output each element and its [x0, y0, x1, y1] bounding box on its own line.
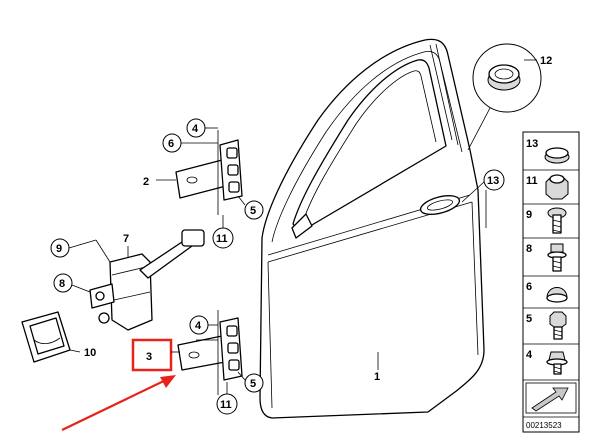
callout-11-upper-label: 11 [216, 233, 228, 245]
callout-10: 10 [84, 347, 96, 359]
dome-cap-icon [546, 287, 568, 303]
callout-7-label: 7 [123, 233, 129, 245]
callout-4-lower-label: 4 [195, 320, 202, 332]
highlight-callout-3: 3 [131, 338, 180, 372]
flange-screw-icon [546, 351, 568, 375]
parts-legend: 13 11 9 [522, 131, 580, 433]
round-plug-icon [544, 147, 570, 164]
callout-12: 12 [524, 55, 552, 67]
upper-hinge [156, 130, 243, 215]
callout-2-label: 2 [143, 176, 149, 188]
legend-arrow-tile [523, 382, 579, 418]
legend-row-5: 5 [523, 311, 579, 345]
legend-number: 4 [526, 349, 533, 361]
check-strap-seal [21, 311, 81, 363]
direction-arrow-icon [531, 387, 569, 412]
callout-12-label: 12 [540, 55, 552, 67]
legend-row-11: 11 [523, 174, 579, 205]
callout-1-label: 1 [374, 371, 380, 383]
callout-11-lower: 11 [216, 382, 238, 415]
callout-11-upper: 11 [212, 215, 234, 249]
callout-5-upper-label: 5 [250, 205, 256, 217]
callout-8: 8 [53, 273, 91, 293]
callout-13-door: 13 [461, 169, 505, 228]
callout-4-upper: 4 [186, 118, 218, 138]
door-panel [259, 38, 485, 419]
callout-6: 6 [162, 133, 218, 153]
callout-11-lower-label: 11 [220, 399, 232, 411]
callout-4-upper-label: 4 [192, 123, 199, 135]
hex-nut-icon [545, 174, 569, 200]
red-arrow [61, 375, 176, 431]
callout-7: 7 [123, 233, 129, 245]
legend-number: 11 [526, 175, 538, 187]
callout-2: 2 [143, 176, 149, 188]
torx-screw-icon [547, 207, 567, 234]
diagram-code: 00213523 [526, 421, 562, 430]
hex-bolt-icon [549, 311, 567, 340]
legend-number: 6 [526, 281, 532, 293]
callout-9: 9 [50, 238, 97, 258]
legend-number: 13 [526, 138, 538, 150]
legend-row-9: 9 [523, 207, 579, 239]
callout-5-lower-label: 5 [250, 378, 256, 390]
callout-6-label: 6 [168, 138, 174, 150]
legend-number: 5 [526, 313, 532, 325]
callout-5-lower: 5 [237, 371, 264, 393]
grommet-detail-view [467, 43, 542, 151]
legend-row-13: 13 [523, 138, 579, 171]
callout-10-label: 10 [84, 347, 96, 359]
callout-8-label: 8 [59, 278, 65, 290]
callout-13-door-label: 13 [487, 175, 499, 187]
lower-hinge [177, 310, 243, 395]
callout-9-label: 9 [56, 243, 62, 255]
legend-row-6: 6 [523, 281, 579, 309]
legend-row-4: 4 [523, 349, 579, 381]
callout-3-label: 3 [146, 351, 152, 363]
legend-number: 8 [526, 243, 532, 255]
legend-row-8: 8 [523, 243, 579, 277]
callout-4-lower: 4 [189, 315, 218, 335]
legend-number: 9 [526, 209, 532, 221]
collar-bolt-icon [547, 243, 567, 272]
callout-1: 1 [374, 352, 380, 383]
door-check-strap [89, 229, 205, 331]
callout-5-upper: 5 [237, 195, 264, 220]
